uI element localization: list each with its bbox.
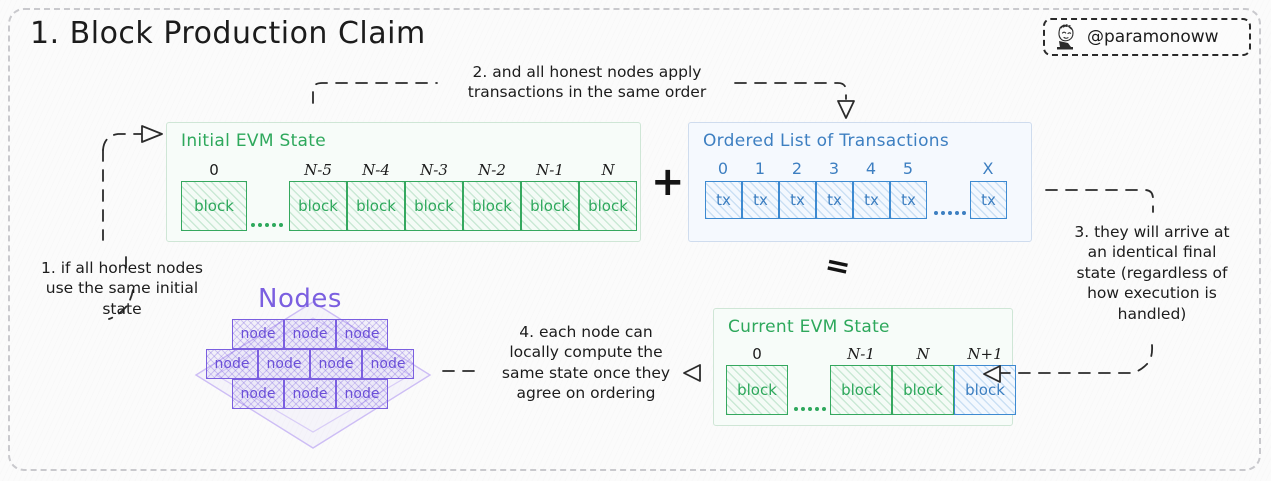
- current-block-cell-n-1: block: [830, 365, 892, 415]
- panel-current-evm-state: Current EVM State 0 N-1 N N+1 block bloc…: [713, 308, 1016, 426]
- panel-ordered-transactions: Ordered List of Transactions 0 1 2 3 4 5…: [688, 122, 1032, 242]
- node-cell-r3c2: node: [284, 379, 336, 409]
- ellipsis-initial-state: [251, 223, 283, 227]
- tx-cell-1: tx: [742, 181, 779, 219]
- avatar-sketch-icon: [1051, 22, 1083, 52]
- tx-cell-4: tx: [853, 181, 890, 219]
- current-block-cell-n+1: block: [954, 365, 1016, 415]
- current-block-index-0: 0: [752, 345, 762, 363]
- tx-cell-5: tx: [890, 181, 927, 219]
- tx-cell-2: tx: [779, 181, 816, 219]
- nodes-title: Nodes: [258, 284, 342, 314]
- tx-cell-3: tx: [816, 181, 853, 219]
- node-cell-r2c3: node: [310, 349, 362, 379]
- tx-index-x: X: [982, 159, 994, 178]
- panel-title-ordered-transactions: Ordered List of Transactions: [703, 131, 950, 151]
- caption-2: 2. and all honest nodes apply transactio…: [467, 63, 707, 102]
- watermark-handle: @paramonoww: [1087, 27, 1219, 47]
- panel-title-initial-evm-state: Initial EVM State: [181, 131, 326, 151]
- plus-operator: +: [651, 159, 685, 205]
- block-cell-n: block: [579, 181, 637, 231]
- caption-4: 4. each node can locally compute the sam…: [501, 323, 671, 403]
- tx-cell-0: tx: [705, 181, 742, 219]
- block-index-n-4: N-4: [362, 161, 390, 179]
- panel-initial-evm-state: Initial EVM State 0 N-5 N-4 N-3 N-2 N-1 …: [166, 122, 641, 242]
- ellipsis-current-state: [794, 407, 826, 411]
- current-block-cell-0: block: [726, 365, 788, 415]
- tx-index-5: 5: [902, 159, 914, 178]
- page-title: 1. Block Production Claim: [30, 16, 426, 51]
- current-block-index-n: N: [916, 345, 930, 363]
- outer-dashed-frame: [8, 8, 1261, 471]
- block-index-n-3: N-3: [420, 161, 448, 179]
- tx-cell-x: tx: [970, 181, 1007, 219]
- block-cell-n-4: block: [347, 181, 405, 231]
- block-cell-n-2: block: [463, 181, 521, 231]
- block-index-n-5: N-5: [304, 161, 332, 179]
- current-block-index-n-1: N-1: [847, 345, 875, 363]
- current-block-index-n+1: N+1: [967, 345, 1003, 363]
- node-cell-r2c1: node: [206, 349, 258, 379]
- block-index-n-2: N-2: [478, 161, 506, 179]
- block-index-n: N: [601, 161, 615, 179]
- nodes-group: Nodes node node node node node node node…: [194, 284, 446, 449]
- node-cell-r1c3: node: [336, 319, 388, 349]
- nodes-diamond-background: [194, 301, 432, 449]
- block-cell-0: block: [181, 181, 247, 231]
- tx-index-2: 2: [791, 159, 803, 178]
- block-cell-n-1: block: [521, 181, 579, 231]
- block-index-n-1: N-1: [536, 161, 564, 179]
- panel-title-current-evm-state: Current EVM State: [728, 317, 890, 337]
- tx-index-4: 4: [865, 159, 877, 178]
- block-cell-n-5: block: [289, 181, 347, 231]
- node-cell-r2c2: node: [258, 349, 310, 379]
- node-cell-r3c1: node: [232, 379, 284, 409]
- caption-1: 1. if all honest nodes use the same init…: [41, 259, 203, 318]
- node-cell-r3c3: node: [336, 379, 388, 409]
- tx-index-0: 0: [717, 159, 729, 178]
- ellipsis-transactions: [934, 211, 966, 215]
- node-cell-r2c4: node: [362, 349, 414, 379]
- node-cell-r1c1: node: [232, 319, 284, 349]
- tx-index-3: 3: [828, 159, 840, 178]
- node-cell-r1c2: node: [284, 319, 336, 349]
- caption-3: 3. they will arrive at an identical fina…: [1074, 223, 1230, 323]
- block-index-0: 0: [209, 161, 219, 179]
- current-block-cell-n: block: [892, 365, 954, 415]
- tx-index-1: 1: [754, 159, 766, 178]
- block-cell-n-3: block: [405, 181, 463, 231]
- watermark-badge: @paramonoww: [1043, 18, 1251, 56]
